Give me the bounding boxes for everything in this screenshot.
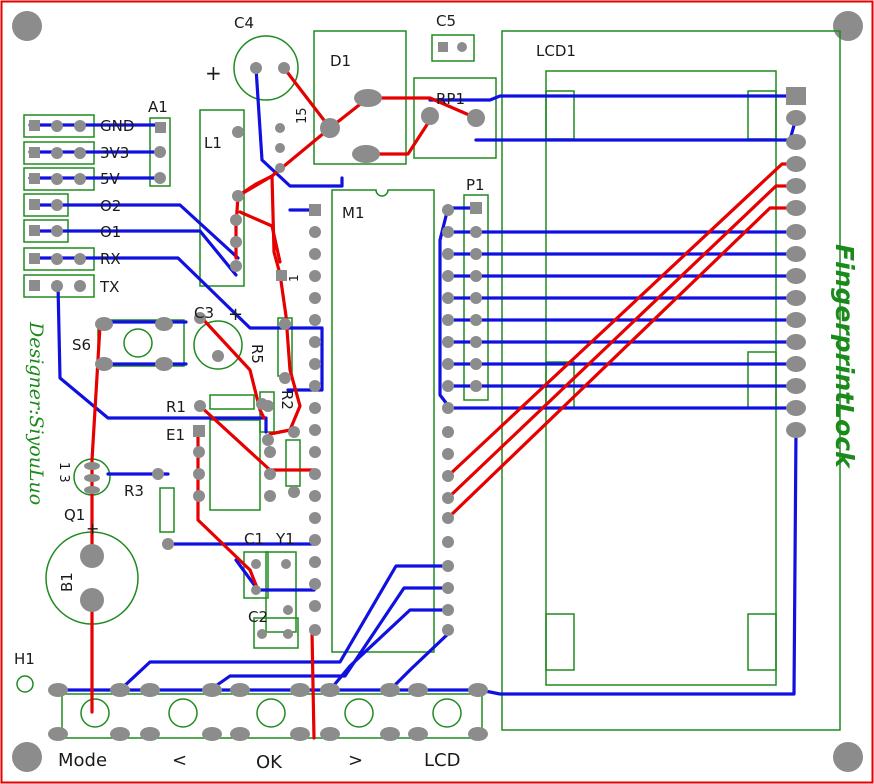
label-1: 1 [287,274,301,282]
button-labels: Mode < OK > LCD [58,750,460,773]
label-h1: H1 [14,650,35,668]
label-c2: C2 [248,608,268,626]
pin-label-rx: RX [100,250,121,268]
label-c5: C5 [436,12,456,30]
label-l1: L1 [204,134,222,152]
pin-label-o2: O2 [100,197,121,215]
pin-label-gnd: GND [100,117,134,135]
pin-label-3v3: 3V3 [100,144,129,162]
label-plus-c3: + [228,304,243,325]
label-r5: R5 [248,344,266,364]
button-label-mode: Mode [58,750,107,771]
label-d1: D1 [330,52,351,70]
component-labels: C4 + D1 C5 LCD1 A1 RP1 L1 15 P1 M1 1 C3 … [14,12,576,668]
label-q1: Q1 [64,506,85,524]
label-c4: C4 [234,14,254,32]
label-r1: R1 [166,398,186,416]
label-rp1: RP1 [436,90,465,108]
pin-label-5v: 5V [100,170,121,188]
button-label-lcd: LCD [424,750,460,771]
button-label-left: < [172,750,187,771]
label-p1: P1 [466,176,485,194]
label-c3: C3 [194,304,214,322]
label-e1: E1 [166,426,185,444]
label-c1: C1 [244,530,264,548]
pads [29,42,806,741]
label-s6: S6 [72,336,91,354]
label-r3: R3 [124,482,144,500]
button-label-right: > [348,750,363,771]
label-plus-c4: + [205,61,222,85]
mounting-holes [12,11,863,772]
label-a1: A1 [148,98,168,116]
label-b1: B1 [58,572,76,592]
label-m1: M1 [342,204,365,222]
label-lcd1: LCD1 [536,42,576,60]
label-r2: R2 [278,390,296,410]
pin-label-o1: O1 [100,223,121,241]
label-y1: Y1 [275,530,295,548]
connector-labels: GND 3V3 5V O2 O1 RX TX [99,117,134,296]
pin-label-tx: TX [99,278,119,296]
button-label-ok: OK [256,752,283,773]
label-plus-b1: + [86,519,99,538]
label-15: 15 [295,107,310,124]
label-q1-pins: 1 3 [56,462,71,483]
designer-credit: Designer:SiyouLuo [25,321,47,505]
board-title: FingerprintLock [830,244,859,469]
